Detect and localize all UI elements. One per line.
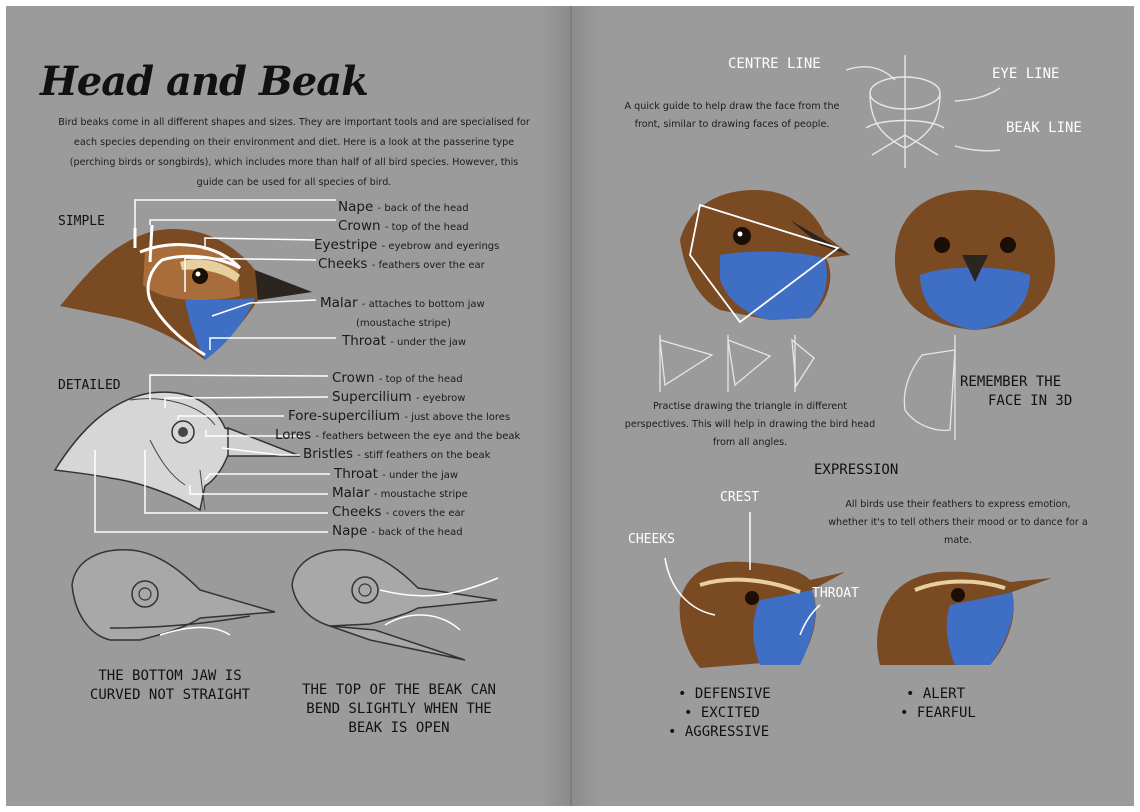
crest-label: CREST	[720, 490, 760, 505]
expression-list-left: • DEFENSIVE • EXCITED • AGGRESSIVE	[668, 686, 771, 740]
simple-part-5: Malar - attaches to bottom jaw	[320, 295, 485, 311]
guide-text: A quick guide to help draw the face from…	[624, 101, 840, 130]
detailed-part-4: Lores - feathers between the eye and the…	[275, 427, 521, 443]
remember-note: REMEMBER THE FACE IN 3D	[960, 374, 1073, 409]
simple-part-7: Throat - under the jaw	[342, 333, 467, 349]
detailed-part-5: Bristles - stiff feathers on the beak	[303, 446, 491, 462]
skull-caption-right: THE TOP OF THE BEAK CAN BEND SLIGHTLY WH…	[302, 682, 496, 736]
triangle-text: Practise drawing the triangle in differe…	[624, 401, 876, 448]
detailed-part-7: Malar - moustache stripe	[332, 485, 468, 501]
eye-line-label: EYE LINE	[992, 66, 1060, 82]
detailed-label: DETAILED	[58, 378, 121, 393]
detailed-part-9: Nape - back of the head	[332, 523, 463, 539]
simple-part-1: Nape - back of the head	[338, 199, 469, 215]
intro-paragraph: Bird beaks come in all different shapes …	[58, 117, 530, 188]
beak-line-label: BEAK LINE	[1006, 120, 1082, 136]
page-gutter	[570, 6, 572, 806]
throat-label: THROAT	[812, 586, 859, 601]
simple-part-2: Crown - top of the head	[338, 218, 469, 234]
detailed-part-3: Fore-supercilium - just above the lores	[288, 408, 511, 424]
detailed-part-2: Supercilium - eyebrow	[332, 389, 466, 405]
simple-part-6: (moustache stripe)	[356, 318, 451, 329]
cheeks-label: CHEEKS	[628, 532, 675, 547]
page-title: Head and Beak	[40, 58, 369, 105]
detailed-part-1: Crown - top of the head	[332, 370, 463, 386]
simple-part-4: Cheeks - feathers over the ear	[318, 256, 485, 272]
expression-list-right: • ALERT • FEARFUL	[900, 686, 976, 721]
expression-text: All birds use their feathers to express …	[828, 499, 1088, 546]
simple-part-3: Eyestripe - eyebrow and eyerings	[314, 237, 500, 253]
simple-label: SIMPLE	[58, 214, 105, 229]
skull-caption-left: THE BOTTOM JAW IS CURVED NOT STRAIGHT	[89, 668, 251, 703]
detailed-part-8: Cheeks - covers the ear	[332, 504, 465, 520]
centre-line-label: CENTRE LINE	[728, 56, 821, 72]
detailed-part-6: Throat - under the jaw	[334, 466, 459, 482]
expression-heading: EXPRESSION	[814, 462, 899, 478]
